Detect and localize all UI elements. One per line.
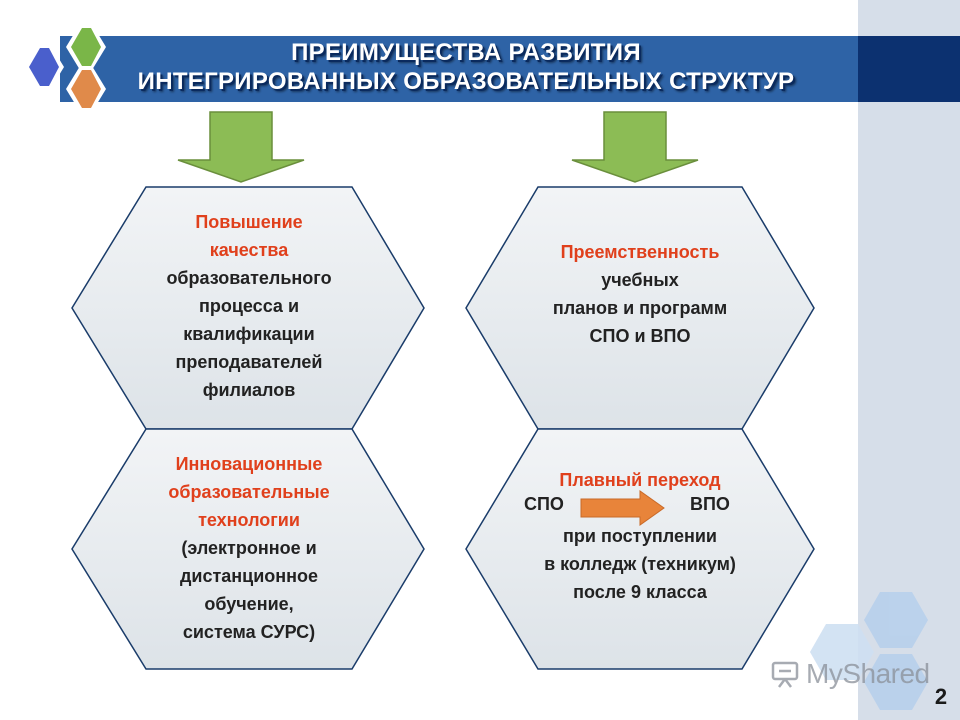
box-quality-line: квалификации	[183, 324, 315, 344]
box-transition-line: при поступлении	[563, 526, 717, 546]
box-quality-line: образовательного	[166, 268, 332, 288]
presentation-board-icon	[771, 661, 799, 688]
box-innovation-line: (электронное и	[181, 538, 317, 558]
box-innovation-line: система СУРС)	[182, 622, 316, 642]
box-quality-heading-1: Повышение	[195, 212, 303, 232]
box-quality-line: процесса и	[198, 296, 300, 316]
box-innovation-line: обучение,	[204, 594, 294, 614]
box-transition: Плавный переход	[488, 466, 792, 494]
box-transition-line: после 9 класса	[573, 582, 707, 602]
box-quality-line: преподавателей	[175, 352, 323, 372]
box-transition-line: в колледж (техникум)	[544, 554, 736, 574]
title-bar-end	[858, 36, 960, 102]
box-innovation-heading-2: образовательные	[168, 482, 330, 502]
right-arrow-icon	[580, 490, 665, 526]
box-transition-heading: Плавный переход	[559, 470, 721, 490]
hexagon-bottom-right	[465, 428, 815, 670]
title-bar	[60, 36, 858, 102]
page-number: 2	[934, 684, 948, 709]
watermark: MyShared	[770, 656, 930, 692]
box-innovation: Инновационные образовательные технологии…	[96, 450, 402, 646]
box-quality: Повышение качества образовательного проц…	[96, 208, 402, 404]
title-line-2: ИНТЕГРИРОВАННЫХ ОБРАЗОВАТЕЛЬНЫХ СТРУКТУР	[137, 68, 795, 95]
hexagon-cluster-icon	[24, 24, 106, 112]
box-continuity-line: СПО и ВПО	[589, 326, 691, 346]
transition-flow: СПО ВПО	[510, 494, 770, 522]
box-transition-details: при поступлении в колледж (техникум) пос…	[488, 522, 792, 606]
box-quality-heading-2: качества	[209, 240, 289, 260]
box-quality-line: филиалов	[202, 380, 296, 400]
box-innovation-heading-3: технологии	[198, 510, 300, 530]
box-innovation-heading-1: Инновационные	[175, 454, 323, 474]
hexagon-bottom-left	[71, 428, 425, 670]
box-continuity-heading: Преемственность	[560, 242, 720, 262]
page-title: ПРЕИМУЩЕСТВА РАЗВИТИЯ ИНТЕГРИРОВАННЫХ ОБ…	[96, 38, 836, 96]
box-innovation-line: дистанционное	[179, 566, 319, 586]
box-continuity-line: планов и программ	[552, 298, 728, 318]
box-continuity-line: учебных	[601, 270, 679, 290]
down-arrow-icon	[571, 111, 699, 183]
watermark-text: MyShared	[806, 658, 930, 689]
box-continuity: Преемственность учебных планов и програм…	[488, 238, 792, 350]
transition-from-label: СПО	[524, 494, 564, 514]
title-line-1: ПРЕИМУЩЕСТВА РАЗВИТИЯ	[291, 39, 641, 66]
hexagon-decor-icon	[810, 592, 928, 710]
transition-to-label: ВПО	[690, 494, 730, 514]
down-arrow-icon	[177, 111, 305, 183]
